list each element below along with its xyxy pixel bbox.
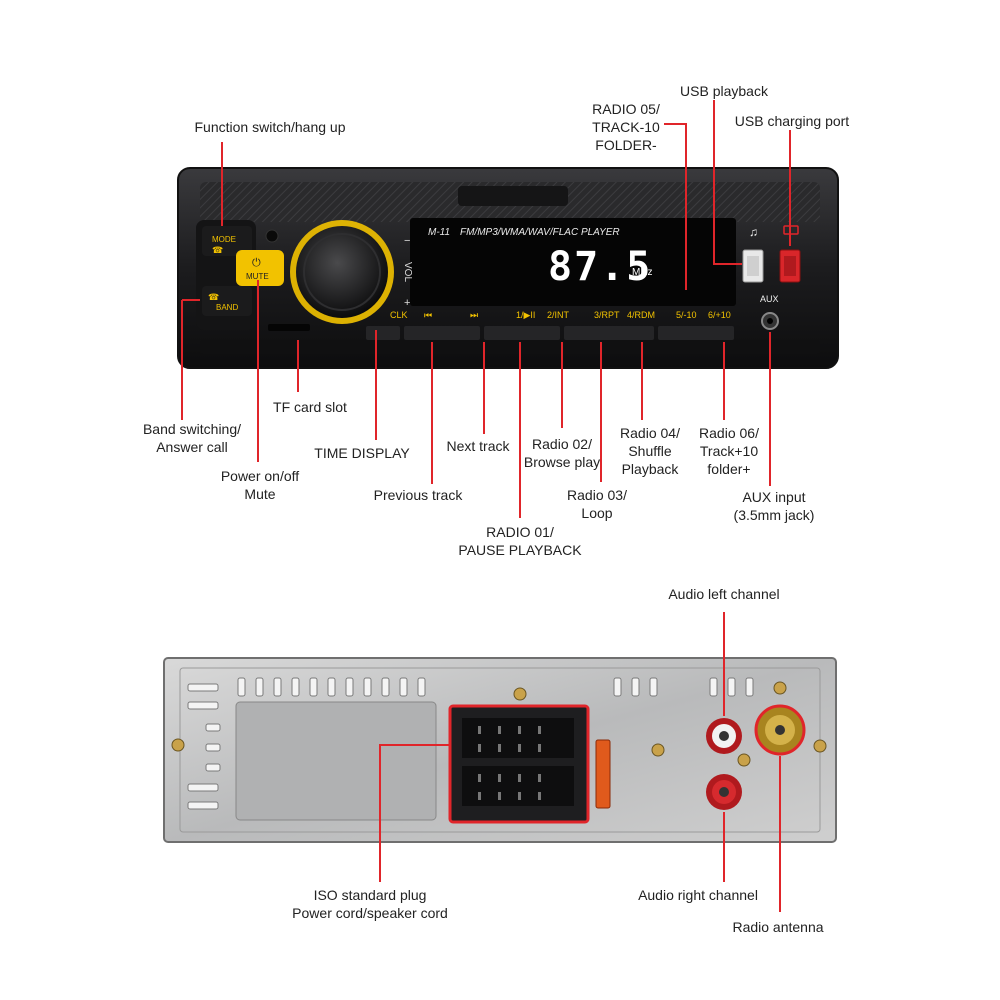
label-power: Power on/off Mute: [220, 468, 300, 502]
band-label: BAND: [216, 303, 238, 312]
prev-button[interactable]: [404, 326, 480, 340]
antenna-socket[interactable]: [754, 704, 806, 756]
ir-sensor: [265, 229, 279, 243]
bottom-button-bar: [366, 326, 734, 340]
label-function-switch: Function switch/hang up: [194, 119, 346, 135]
label-audio-right: Audio right channel: [638, 887, 758, 903]
b5-label: 5/-10: [676, 310, 697, 320]
tf-card-slot[interactable]: [268, 324, 310, 331]
label-tf-slot: TF card slot: [273, 399, 347, 415]
vol-plus-label: +: [404, 297, 410, 309]
label-audio-left: Audio left channel: [668, 586, 780, 602]
frequency-readout: 87.5: [548, 244, 652, 290]
label-band-switching: Band switching/ Answer call: [142, 421, 242, 455]
format-label: FM/MP3/WMA/WAV/FLAC PLAYER: [460, 227, 620, 238]
label-previous-track: Previous track: [373, 487, 463, 503]
label-next-track: Next track: [446, 438, 510, 454]
answer-call-icon: ☎: [208, 292, 219, 302]
clk-button[interactable]: [366, 326, 400, 340]
label-radio03: Radio 03/ Loop: [567, 487, 627, 521]
volume-knob[interactable]: [290, 220, 394, 324]
aux-label: AUX: [760, 294, 779, 304]
clk-label: CLK: [390, 310, 408, 320]
label-aux-input: AUX input (3.5mm jack): [733, 489, 815, 523]
music-note-icon: ♫: [749, 225, 758, 239]
label-radio05: RADIO 05/ TRACK-10 FOLDER-: [592, 101, 660, 153]
vol-minus-label: −: [404, 235, 410, 247]
next-label: ⏭: [470, 310, 478, 320]
next-button[interactable]: [484, 326, 560, 340]
prev-label: ⏮: [424, 310, 432, 320]
mute-label: MUTE: [246, 272, 269, 281]
b6-label: 6/+10: [708, 310, 731, 320]
preset-1-2-button[interactable]: [564, 326, 654, 340]
label-time-display: TIME DISPLAY: [314, 445, 410, 461]
label-radio-antenna: Radio antenna: [732, 919, 824, 935]
label-iso-plug: ISO standard plug Power cord/speaker cor…: [292, 887, 448, 921]
rca-left-output[interactable]: [706, 718, 742, 754]
b4-label: 4/RDM: [627, 310, 655, 320]
model-label: M-11: [428, 227, 450, 238]
bottom-button-labels: CLK ⏮ ⏭ 1/▶II 2/INT 3/RPT 4/RDM 5/-10 6/…: [390, 310, 731, 320]
power-icon: ⏻: [252, 257, 261, 269]
frequency-unit: MHz: [632, 267, 653, 278]
rca-right-output[interactable]: [706, 774, 742, 810]
label-radio06: Radio 06/ Track+10 folder+: [699, 425, 759, 477]
label-radio02: Radio 02/ Browse play: [523, 436, 601, 470]
mute-button[interactable]: ⏻ MUTE: [236, 250, 284, 286]
vol-label: VOL: [402, 262, 413, 282]
label-usb-playback: USB playback: [680, 83, 768, 99]
band-button[interactable]: ☎ BAND: [202, 286, 252, 316]
preset-3-4-button[interactable]: [658, 326, 734, 340]
b3-label: 3/RPT: [594, 310, 620, 320]
b1-label: 1/▶II: [516, 310, 535, 320]
mode-button[interactable]: MODE ☎: [202, 226, 252, 256]
mode-label: MODE: [212, 235, 236, 244]
hangup-icon: ☎: [212, 245, 223, 255]
bottom-callout-lines: [379, 612, 781, 912]
fuse: [595, 739, 611, 809]
top-callout-lines: [181, 100, 791, 518]
label-radio04: Radio 04/ Shuffle Playback: [620, 425, 680, 477]
label-radio01: RADIO 01/ PAUSE PLAYBACK: [458, 524, 582, 558]
iso-connector[interactable]: [448, 704, 590, 824]
b2-label: 2/INT: [547, 310, 570, 320]
label-usb-charging: USB charging port: [734, 113, 850, 129]
lcd-display: M-11 FM/MP3/WMA/WAV/FLAC PLAYER 87.5 MHz: [410, 218, 736, 306]
